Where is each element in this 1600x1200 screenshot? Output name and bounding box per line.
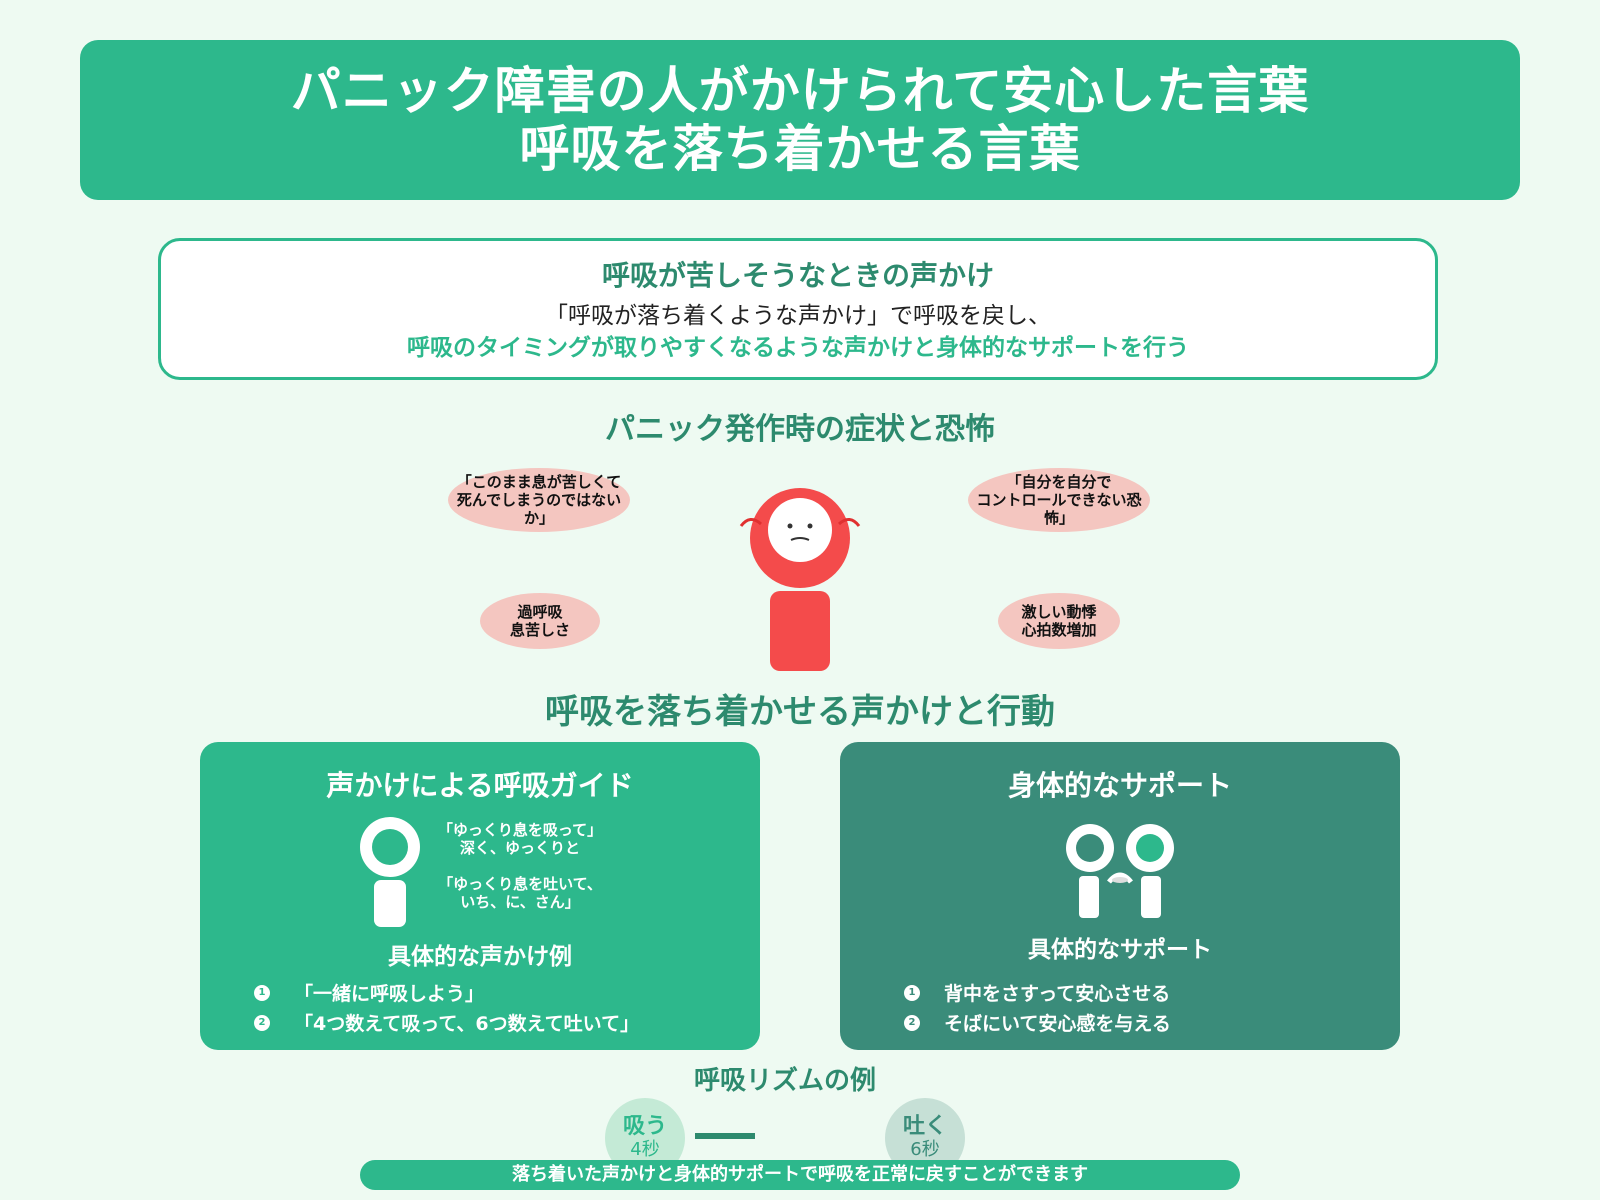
- bubble-text: 息苦しさ: [509, 621, 570, 639]
- guide-text-line: いち、に、さん」: [460, 893, 580, 911]
- bubble-text: 「自分を自分で: [1006, 473, 1112, 491]
- voice-example-text: 「一緒に呼吸しよう」: [294, 983, 485, 1005]
- symptom-bubble-palpitations: 激しい動悸 心拍数増加: [998, 593, 1120, 649]
- guide-inhale-text: 「ゆっくり息を吸って」 深く、ゆっくりと: [420, 821, 620, 857]
- bubble-text: 激しい動悸: [1021, 603, 1097, 621]
- support-item: 1 背中をさすって安心させる: [904, 979, 1170, 1006]
- symptoms-section-title: パニック発作時の症状と恐怖: [605, 412, 995, 447]
- bubble-text: 過呼吸: [517, 603, 563, 621]
- support-card-title: 身体的なサポート: [1007, 769, 1232, 802]
- symptom-bubble-hyperventilation: 過呼吸 息苦しさ: [480, 593, 600, 649]
- support-card-subtitle: 具体的なサポート: [1028, 937, 1212, 963]
- bubble-text: 「このまま息が苦しくて: [456, 473, 622, 491]
- header-banner: パニック障害の人がかけられて安心した言葉 呼吸を落ち着かせる言葉: [80, 40, 1520, 200]
- inhale-label: 吸う: [622, 1114, 667, 1139]
- page-title-line1: パニック障害の人がかけられて安心した言葉: [290, 62, 1310, 120]
- actions-section-title: 呼吸を落ち着かせる声かけと行動: [545, 692, 1055, 732]
- support-item-text: 背中をさすって安心させる: [944, 983, 1171, 1005]
- guide-exhale-text: 「ゆっくり息を吐いて、 いち、に、さん」: [420, 875, 620, 911]
- rhythm-connector: [695, 1133, 755, 1139]
- bubble-text: 心拍数増加: [1021, 621, 1097, 639]
- bubble-text: コントロールできない恐怖」: [976, 491, 1142, 527]
- intro-line2: 呼吸のタイミングが取りやすくなるような声かけと身体的なサポートを行う: [407, 335, 1189, 361]
- guide-text-line: 「ゆっくり息を吸って」: [437, 821, 603, 839]
- number-badge: 2: [904, 1014, 920, 1031]
- anxious-person-icon: [739, 488, 861, 671]
- symptom-bubble-fear-of-death: 「このまま息が苦しくて 死んでしまうのではないか」: [448, 468, 630, 532]
- physical-support-card: 身体的なサポート 具体的なサポート 1 背中をさすって安心させる 2 そばにいて…: [840, 742, 1400, 1050]
- intro-title: 呼吸が苦しそうなときの声かけ: [601, 259, 994, 292]
- support-item-text: そばにいて安心感を与える: [944, 1013, 1171, 1035]
- support-item: 2 そばにいて安心感を与える: [904, 1009, 1171, 1036]
- intro-line1: 「呼吸が落ち着くような声かけ」で呼吸を戻し、: [545, 303, 1051, 329]
- voice-card-subtitle: 具体的な声かけ例: [388, 944, 572, 970]
- symptom-bubble-loss-of-control: 「自分を自分で コントロールできない恐怖」: [968, 468, 1150, 532]
- inhale-seconds: 4秒: [630, 1139, 660, 1160]
- bubble-text: 死んでしまうのではないか」: [456, 491, 622, 527]
- number-badge: 2: [254, 1014, 270, 1031]
- intro-box: 呼吸が苦しそうなときの声かけ 「呼吸が落ち着くような声かけ」で呼吸を戻し、 呼吸…: [158, 238, 1438, 380]
- breathing-person-icon: [360, 817, 420, 927]
- voice-guide-card: 声かけによる呼吸ガイド 「ゆっくり息を吸って」 深く、ゆっくりと 「ゆっくり息を…: [200, 742, 760, 1050]
- voice-example-item: 1 「一緒に呼吸しよう」: [254, 979, 484, 1006]
- guide-text-line: 深く、ゆっくりと: [459, 839, 580, 857]
- guide-text-line: 「ゆっくり息を吐いて、: [438, 875, 602, 893]
- number-badge: 1: [904, 984, 920, 1001]
- voice-example-text: 「4つ数えて吸って、6つ数えて吐いて」: [294, 1013, 640, 1035]
- exhale-seconds: 6秒: [910, 1139, 940, 1160]
- voice-example-item: 2 「4つ数えて吸って、6つ数えて吐いて」: [254, 1009, 639, 1036]
- exhale-label: 吐く: [902, 1114, 947, 1139]
- rhythm-title: 呼吸リズムの例: [693, 1066, 876, 1096]
- voice-card-title: 声かけによる呼吸ガイド: [326, 769, 634, 802]
- number-badge: 1: [254, 984, 270, 1001]
- footer-summary-bar: 落ち着いた声かけと身体的サポートで呼吸を正常に戻すことができます: [360, 1160, 1240, 1190]
- two-people-support-icon: [1066, 824, 1174, 918]
- page-title-line2: 呼吸を落ち着かせる言葉: [519, 120, 1081, 178]
